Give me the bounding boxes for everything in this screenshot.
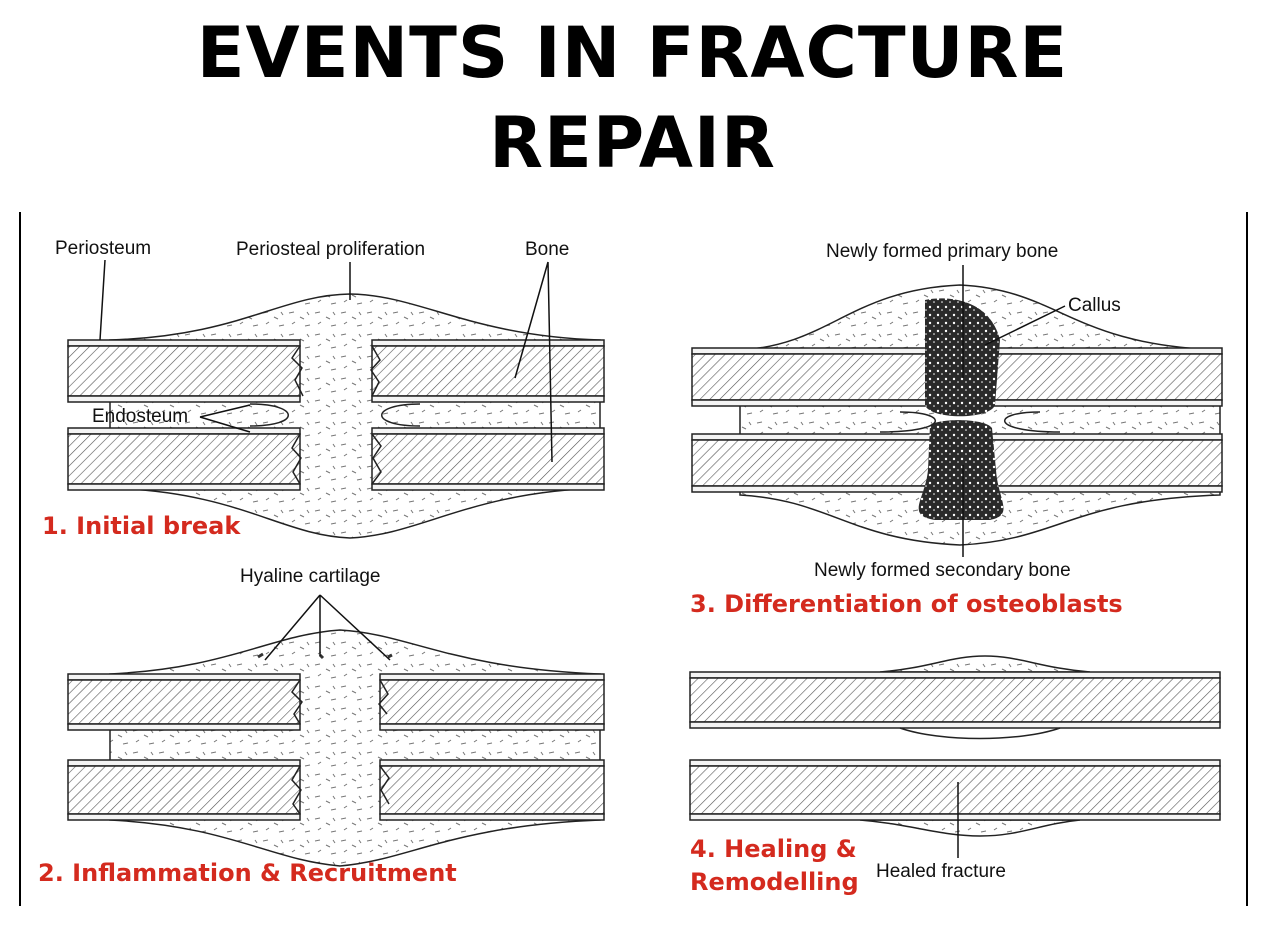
title-line-1: EVENTS IN FRACTURE: [196, 12, 1069, 94]
bone-2-lower-right: [379, 759, 605, 821]
bone-upper-left: [67, 339, 301, 403]
secondary-bone-label: Newly formed secondary bone: [814, 560, 1071, 581]
healed-fracture-label: Healed fracture: [876, 861, 1006, 882]
fracture-edges-2: [291, 679, 390, 815]
frame-left-border: [19, 212, 21, 906]
fracture-edges: [291, 345, 382, 485]
panel-4-healing: Healed fracture: [689, 655, 1221, 882]
secondary-bone-mass: [918, 420, 1004, 520]
frame-right-border: [1246, 212, 1248, 906]
panel-2-leader-lines: [264, 594, 391, 661]
panel-1-initial-break: Periosteum Periosteal proliferation Bone…: [55, 238, 605, 539]
bone-4-lower: [689, 759, 1221, 821]
primary-bone-label: Newly formed primary bone: [826, 241, 1058, 262]
bone-2-upper-left: [67, 673, 301, 731]
bone-lower-right: [371, 427, 605, 491]
bone-4-upper: [689, 671, 1221, 729]
panel-3-osteoblasts: Newly formed primary bone Callus Newly f…: [691, 241, 1223, 581]
step-4-label: 4. Healing & Remodelling: [690, 833, 859, 899]
step-1-label: 1. Initial break: [42, 512, 241, 540]
periosteum-label: Periosteum: [55, 238, 151, 259]
periosteal-proliferation-label: Periosteal proliferation: [236, 239, 425, 260]
bone-2-upper-right: [379, 673, 605, 731]
hyaline-cartilage-label: Hyaline cartilage: [240, 566, 380, 587]
callus-label: Callus: [1068, 295, 1121, 316]
step-3-label: 3. Differentiation of osteoblasts: [690, 590, 1123, 618]
title-line-2: REPAIR: [489, 102, 776, 184]
bone-label: Bone: [525, 239, 569, 260]
bone-lower-left: [67, 427, 301, 491]
step-4-line-1: 4. Healing &: [690, 835, 857, 863]
bone-upper-right: [371, 339, 605, 403]
step-4-line-2: Remodelling: [690, 868, 859, 896]
step-2-label: 2. Inflammation & Recruitment: [38, 859, 457, 887]
inflammation-region: [109, 629, 601, 867]
panel-3-leader-lines: [962, 265, 1066, 557]
panel-2-inflammation: Hyaline cartilage: [67, 566, 605, 867]
bone-2-lower-left: [67, 759, 301, 821]
panel-1-leader-lines: [99, 259, 553, 463]
page-title: EVENTS IN FRACTURE REPAIR: [0, 8, 1265, 188]
endosteum-label: Endosteum: [92, 406, 188, 427]
